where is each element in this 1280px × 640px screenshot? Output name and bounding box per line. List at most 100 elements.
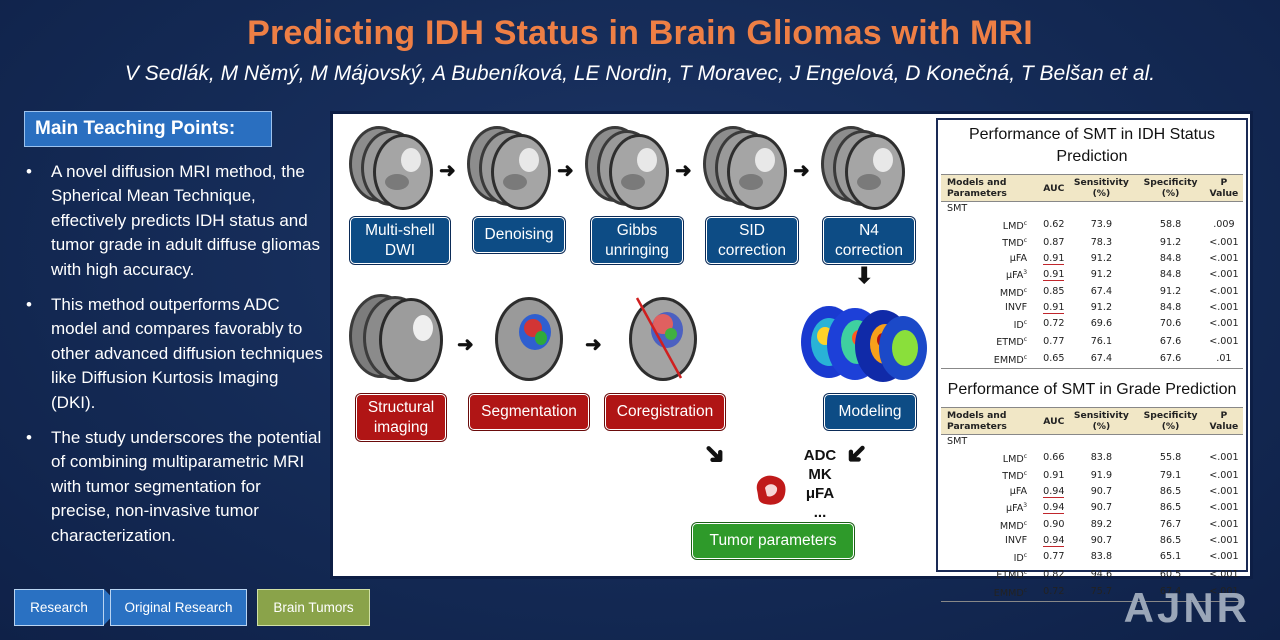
parameter-name: EMMD	[993, 354, 1024, 366]
step-denoising: Denoising	[473, 217, 565, 253]
arrow-right-icon: ➜	[557, 160, 574, 182]
sensitivity-value-cell: 83.8	[1066, 549, 1136, 567]
specificity-value: 84.8	[1159, 268, 1182, 280]
parameter-name: MMD	[999, 520, 1024, 532]
teaching-point-text: This method outperforms ADC model and co…	[51, 295, 323, 412]
parameter-footnote: c	[1023, 286, 1028, 294]
auc-value: 0.87	[1043, 236, 1065, 248]
col-auc: AUC	[1041, 407, 1067, 435]
parameter-name: ETMD	[996, 570, 1024, 581]
tag-research[interactable]: Research	[14, 589, 121, 626]
p-value: <.001	[1209, 568, 1239, 580]
brain-mri-stack-icon	[585, 126, 669, 210]
p-value: <.001	[1209, 551, 1239, 562]
specificity-value: 84.8	[1159, 252, 1182, 264]
p-value-cell: <.001	[1205, 316, 1243, 334]
p-value-cell: .009	[1205, 217, 1243, 235]
sensitivity-value-cell: 76.1	[1066, 333, 1136, 351]
sensitivity-value: 90.7	[1090, 501, 1113, 513]
step-multishell-dwi: Multi-shell DWI	[350, 217, 450, 264]
processing-pipeline: ➜ ➜ ➜ ➜ Multi-shell DWI Denoising Gibbs …	[333, 114, 933, 576]
row-parameter: IDc	[941, 316, 1041, 334]
row-parameter: EMMDc	[941, 583, 1042, 602]
row-parameter: μFA3	[941, 266, 1041, 284]
auc-value-cell: 0.91	[1041, 467, 1066, 485]
sensitivity-value: 83.8	[1090, 452, 1113, 463]
p-value-cell: <.001	[1205, 234, 1243, 252]
table-row: ETMDc 0.82 94.6 60.5 <.001	[941, 566, 1243, 584]
auc-value-cell: 0.72	[1041, 316, 1066, 334]
auc-value-cell: 0.85	[1041, 284, 1066, 302]
row-parameter: EMMDc	[941, 350, 1042, 369]
auc-value-cell: 0.82	[1041, 566, 1066, 584]
row-parameter: MMDc	[941, 284, 1041, 302]
auc-value-cell: 0.66	[1041, 450, 1066, 468]
grade-performance-table: Models and Parameters AUC Sensitivity (%…	[941, 407, 1243, 602]
parameter-name: INVF	[1005, 302, 1028, 313]
row-parameter: μFA	[941, 252, 1041, 267]
parameter-footnote: c	[1023, 219, 1028, 227]
tag-brain-tumors[interactable]: Brain Tumors	[257, 589, 370, 626]
parameter-maps-icon	[801, 306, 927, 382]
idh-performance-table: Models and Parameters AUC Sensitivity (%…	[941, 174, 1243, 369]
p-value-cell: <.001	[1205, 450, 1243, 468]
parameter-footnote: c	[1023, 470, 1028, 477]
p-value-cell: <.001	[1204, 583, 1243, 602]
row-parameter: ETMDc	[941, 333, 1041, 351]
arrow-right-icon: ➜	[793, 160, 810, 182]
structural-mri-stack-icon	[349, 294, 443, 382]
group-label: SMT	[947, 203, 968, 214]
auc-value: 0.94	[1043, 485, 1065, 498]
p-value: .01	[1216, 353, 1232, 364]
sensitivity-value-cell: 67.4	[1066, 350, 1137, 369]
sensitivity-value: 78.3	[1090, 236, 1113, 248]
brain-mri-stack-icon	[349, 126, 433, 210]
bullet-icon: •	[26, 428, 32, 448]
bullet-icon: •	[26, 295, 32, 315]
auc-value-cell: 0.91	[1041, 301, 1066, 316]
sensitivity-value: 94.6	[1090, 568, 1113, 580]
sensitivity-value: 91.9	[1090, 469, 1113, 481]
parameter-footnote: c	[1023, 569, 1028, 576]
specificity-value: 79.1	[1159, 469, 1182, 481]
auc-value: 0.72	[1043, 318, 1065, 329]
parameter-footnote: c	[1023, 318, 1028, 326]
col-specificity: Specificity (%)	[1136, 174, 1205, 202]
specificity-value-cell: 58.8	[1136, 217, 1205, 235]
p-value: <.001	[1209, 302, 1239, 313]
specificity-value-cell: 67.6	[1136, 350, 1205, 369]
col-specificity: Specificity (%)	[1136, 407, 1205, 435]
specificity-value-cell: 67.4	[1136, 583, 1205, 602]
tumor-parameters-box: Tumor parameters	[692, 523, 854, 559]
bullet-icon: •	[26, 162, 32, 181]
sensitivity-value-cell: 78.3	[1066, 234, 1136, 252]
specificity-value: 65.1	[1159, 551, 1182, 562]
specificity-value: 86.5	[1159, 485, 1182, 497]
auc-value: 0.94	[1043, 501, 1065, 514]
p-value-cell: <.001	[1205, 485, 1243, 500]
parameter-name: μFA	[1009, 485, 1028, 497]
row-parameter: LMDc	[941, 450, 1041, 468]
sensitivity-value: 90.7	[1090, 535, 1113, 546]
auc-value-cell: 0.87	[1041, 234, 1066, 252]
teaching-points-list: •A novel diffusion MRI method, the Spher…	[24, 160, 324, 559]
brain-mri-stack-icon	[467, 126, 551, 210]
tag-original-research[interactable]: Original Research	[110, 589, 247, 626]
step-coregistration: Coregistration	[605, 394, 725, 430]
auc-value-cell: 0.94	[1041, 499, 1066, 517]
auc-value: 0.91	[1043, 302, 1065, 314]
parameter-name: ETMD	[996, 337, 1024, 348]
specificity-value: 60.5	[1159, 568, 1182, 580]
sensitivity-value: 90.7	[1090, 485, 1113, 497]
parameter-name: TMD	[1002, 471, 1024, 482]
sensitivity-value-cell: 83.8	[1066, 450, 1136, 468]
row-parameter: INVF	[941, 301, 1041, 316]
col-models: Models and Parameters	[941, 407, 1042, 435]
row-parameter: μFA3	[941, 499, 1041, 517]
